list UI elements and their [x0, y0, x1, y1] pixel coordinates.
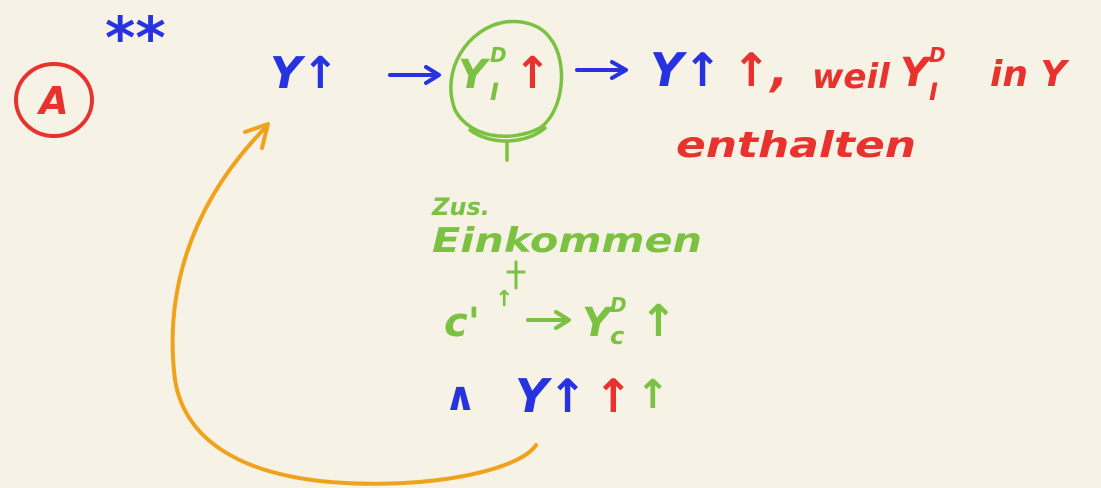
arrow-right-2 — [575, 60, 628, 80]
marker-letter: A — [36, 79, 68, 123]
green-circle — [449, 19, 564, 139]
in-y-text: in Y — [990, 54, 1071, 95]
y-investment-demand: Y D I ↑ — [458, 43, 551, 106]
summary-red: ↑ — [594, 369, 633, 423]
marker-a: A — [14, 62, 94, 138]
because-sup: D — [929, 43, 946, 67]
y-i-sub: I — [490, 78, 499, 106]
because-sub: I — [929, 78, 938, 106]
green-bracket — [468, 126, 547, 162]
summary-prefix: ∧ — [444, 374, 476, 420]
because-text: weil — [812, 57, 891, 97]
summary-green: ↑ — [636, 372, 670, 418]
c-prime: c' — [444, 300, 480, 346]
marker-circle — [14, 62, 94, 138]
additional-label: Zus. — [431, 193, 490, 221]
because-y: Y — [900, 50, 933, 96]
y-i-symbol: Y — [458, 52, 491, 98]
y-i-sup: D — [490, 43, 507, 67]
y-c-symbol: Y — [582, 300, 615, 346]
y-up: Y↑ — [270, 48, 339, 99]
result-y-up: Y↑ — [650, 43, 722, 97]
y-i-up-arrow: ↑ — [514, 48, 551, 99]
c-prime-up: ↑ — [495, 287, 513, 312]
y-c-sup: D — [610, 293, 627, 317]
feedback-arrowhead — [243, 122, 270, 150]
income-label: Einkommen — [432, 221, 702, 261]
y-c-sub: c — [610, 322, 624, 350]
marker-stars: ** — [105, 4, 166, 72]
result-red-up: ↑, — [732, 43, 788, 97]
feedback-curve — [170, 126, 538, 486]
consumption-row: c' ↑ Y D c ↑ — [444, 287, 677, 350]
down-connector — [506, 260, 526, 290]
summary-row: ∧ Y↑ ↑ ↑ — [444, 369, 670, 423]
contained-text: enthalten — [676, 125, 916, 166]
consumption-arrow — [526, 310, 571, 330]
y-c-up: ↑ — [640, 296, 677, 347]
arrow-right-1 — [388, 65, 441, 85]
summary-blue: Y↑ — [515, 369, 587, 423]
feedback-arrow — [170, 122, 538, 486]
